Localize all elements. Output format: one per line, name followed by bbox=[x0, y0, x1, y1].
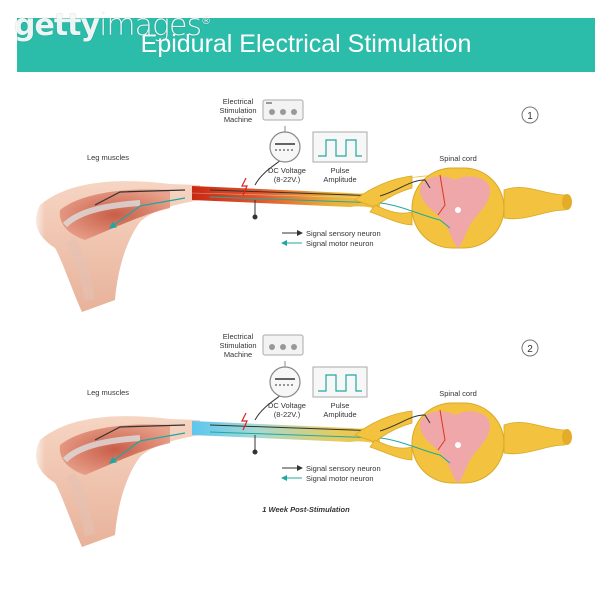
machine-label-line3: Machine bbox=[224, 115, 252, 124]
stimulation-machine bbox=[262, 99, 304, 121]
leg-illustration bbox=[30, 170, 200, 320]
step-number-circle bbox=[521, 106, 539, 124]
leg-muscles-label: Leg muscles bbox=[87, 388, 129, 397]
sensory-legend-label: Signal sensory neuron bbox=[306, 464, 381, 473]
pulse-amplitude-label-2: Amplitude bbox=[323, 410, 356, 419]
nerve-recovering bbox=[192, 421, 380, 445]
step-number-circle bbox=[521, 339, 539, 357]
leg-muscles-label: Leg muscles bbox=[87, 153, 129, 162]
pulse-amplitude-display bbox=[312, 366, 368, 398]
leg-illustration bbox=[30, 405, 200, 555]
dc-voltage-dial bbox=[269, 366, 301, 398]
machine-label-line3: Machine bbox=[224, 350, 252, 359]
pulse-amplitude-label: Pulse bbox=[331, 166, 350, 175]
spinal-cord-cross-section bbox=[354, 167, 572, 249]
pulse-amplitude-display bbox=[312, 131, 368, 163]
machine-label-line2: Stimulation bbox=[219, 106, 256, 115]
spark-icon bbox=[241, 412, 248, 431]
machine-label-line1: Electrical bbox=[223, 332, 254, 341]
panel-2: 2 Electrical Stimulation Machine bbox=[30, 332, 572, 555]
pulse-amplitude-label-2: Amplitude bbox=[323, 175, 356, 184]
stimulation-machine bbox=[262, 334, 304, 356]
dc-voltage-dial bbox=[269, 131, 301, 163]
post-stimulation-caption: 1 Week Post-Stimulation bbox=[262, 505, 350, 514]
title-banner: Epidural Electrical Stimulation bbox=[17, 18, 595, 72]
nerve-stimulated bbox=[192, 186, 380, 210]
dc-voltage-label: DC Voltage bbox=[268, 401, 306, 410]
machine-label-line1: Electrical bbox=[223, 97, 254, 106]
page-title: Epidural Electrical Stimulation bbox=[140, 30, 472, 58]
step-number: 1 bbox=[527, 111, 533, 122]
pulse-amplitude-label: Pulse bbox=[331, 401, 350, 410]
spinal-cord-label: Spinal cord bbox=[439, 389, 477, 398]
dc-voltage-label: DC Voltage bbox=[268, 166, 306, 175]
motor-legend-label: Signal motor neuron bbox=[306, 239, 374, 248]
spinal-cord-label: Spinal cord bbox=[439, 154, 477, 163]
getty-images-watermark: gettyimages® bbox=[14, 8, 211, 43]
dc-voltage-range: (8-22V.) bbox=[274, 175, 301, 184]
spark-icon bbox=[241, 177, 248, 196]
spinal-cord-cross-section bbox=[354, 402, 572, 484]
panel-1: 1 Electrical Stim bbox=[30, 97, 572, 320]
step-number: 2 bbox=[527, 344, 533, 355]
machine-label-line2: Stimulation bbox=[219, 341, 256, 350]
sensory-legend-label: Signal sensory neuron bbox=[306, 229, 381, 238]
dc-voltage-range: (8-22V.) bbox=[274, 410, 301, 419]
motor-legend-label: Signal motor neuron bbox=[306, 474, 374, 483]
